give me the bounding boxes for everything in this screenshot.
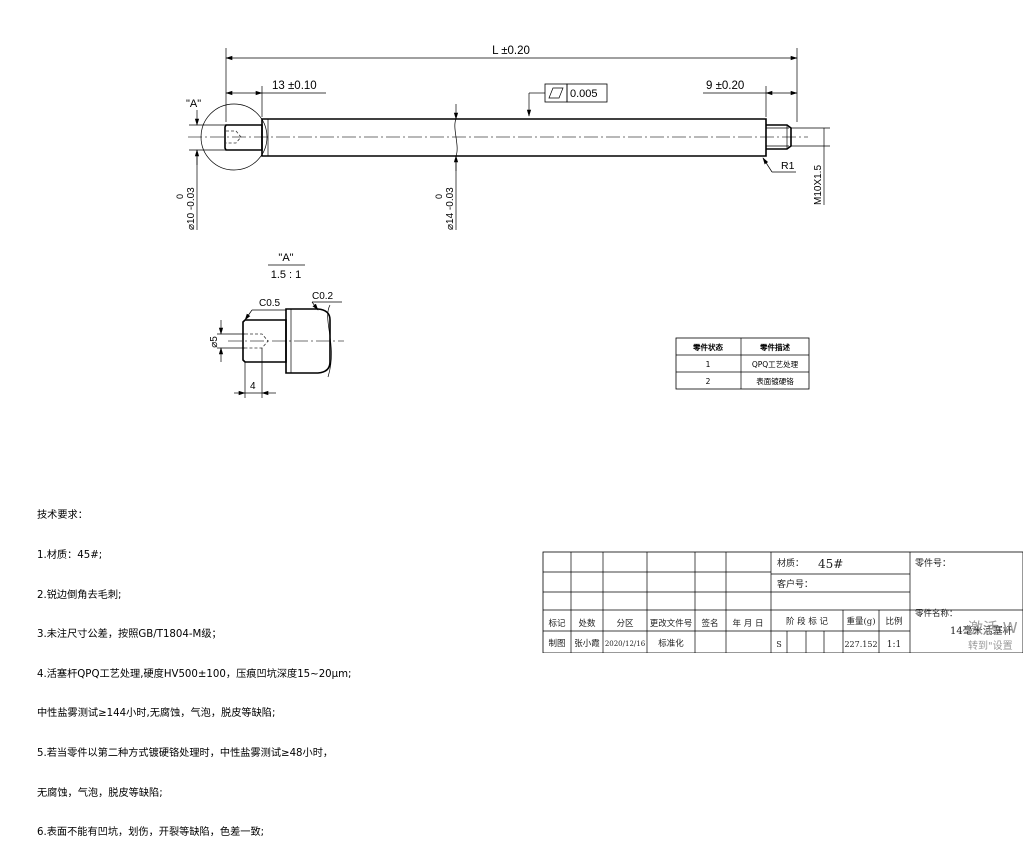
straightness-value: 0.005 [570,88,598,100]
thread-label: M10X1.5 [813,165,824,205]
header-change-doc: 更改文件号 [650,618,693,629]
detail-title: "A" [278,252,293,264]
chamfer-a-label: C0.5 [259,298,281,309]
hole-diameter-label: ⌀5 [209,336,220,348]
left-hole-hidden-line [226,130,242,144]
status-row-2-id: 2 [706,377,711,386]
thread-end-section [766,124,792,150]
status-header: 零件状态 [692,342,723,352]
header-zone: 分区 [616,619,634,629]
left-diameter-label: ⌀10 -0.03 [186,187,197,230]
tech-requirement-line: 中性盐雾测试≥144小时,无腐蚀，气泡，脱皮等缺陷; [37,708,276,720]
tech-requirement-line: 1.材质：45#; [37,550,103,562]
tech-requirement-line: 4.活塞杆QPQ工艺处理,硬度HV500±100，压痕凹坑深度15~20μm; [37,668,352,680]
material-label: 材质： [777,557,804,569]
customer-label: 客户号： [777,578,813,590]
drafting-date: 2020/12/16 [605,640,646,648]
tech-requirement-line: 2.锐边倒角去毛刺; [37,589,122,601]
break-line [454,118,458,157]
stage-mark-label: 阶 段 标 记 [786,616,829,627]
part-number-label: 零件号： [915,557,951,569]
detail-scale: 1.5 : 1 [271,269,302,281]
status-row-1-desc: QPQ工艺处理 [752,359,799,369]
tech-requirement-line: 3.未注尺寸公差，按照GB/T1804-M级； [37,629,222,641]
right-step-length-label: 9 ±0.20 [706,80,744,92]
watermark-activate: 激活 W [968,619,1018,637]
tech-requirement-line: 5.若当零件以第二种方式镀硬铬处理时，中性盐雾测试≥48小时， [37,748,334,760]
part-name-value: 14毫米活塞杆 [950,624,1013,637]
main-view: L ±0.20 13 ±0.10 9 ±0.20 0.005 "A" ⌀10 -… [175,45,830,230]
left-step-length-label: 13 ±0.10 [272,80,317,92]
weight-value: 227.152 [844,640,877,649]
description-header: 零件描述 [759,342,790,352]
left-end-section [224,124,263,151]
part-drawing: L ±0.20 13 ±0.10 9 ±0.20 0.005 "A" ⌀10 -… [175,45,1023,653]
body-diameter-label: ⌀14 -0.03 [445,187,456,230]
hole-depth-label: 4 [250,381,256,392]
title-block: 材质： 45# 零件号： 客户号： 标记 处数 分区 更改文件号 签名 年 月 … [542,551,1023,653]
scale-value: 1:1 [887,640,901,650]
technical-requirements: 技术要求： 1.材质：45#; 2.锐边倒角去毛刺; 3.未注尺寸公差，按照GB… [37,483,352,853]
header-count: 处数 [578,618,596,629]
part-name-label: 零件名称： [915,608,958,619]
header-mark: 标记 [548,618,566,629]
detail-body [285,308,331,374]
scale-label: 比例 [885,616,902,627]
header-signature: 签名 [701,618,718,629]
weight-label: 重量(g) [846,616,875,627]
rod-body [261,118,767,157]
part-status-table: 零件状态 零件描述 1 QPQ工艺处理 2 表面镀硬铬 [675,337,810,390]
drafter-name: 张小霞 [574,638,600,649]
status-row-2-desc: 表面镀硬铬 [756,376,794,386]
watermark-settings: 转到"设置 [968,639,1013,652]
status-row-1-id: 1 [706,360,711,369]
cylindricity-icon [548,87,564,99]
drafter-label: 制图 [548,638,565,649]
tech-requirement-line: 无腐蚀，气泡，脱皮等缺陷; [37,787,163,799]
tech-requirement-line: 6.表面不能有凹坑，划伤，开裂等缺陷，色差一致; [37,827,265,839]
material-value: 45# [818,557,843,571]
chamfer-b-label: C0.2 [312,291,334,302]
detail-reference-label: "A" [186,98,201,110]
standardization-label: 标准化 [658,638,684,649]
overall-length-label: L ±0.20 [492,45,530,57]
detail-a-circle [200,103,268,171]
stage-value: S [776,640,781,649]
tech-requirements-title: 技术要求： [37,510,88,522]
left-diameter-upper-tol: 0 [175,194,185,199]
detail-view-a: "A" 1.5 : 1 C0.5 C0.2 ⌀5 4 [209,252,344,398]
fillet-label: R1 [781,160,795,172]
body-diameter-upper-tol: 0 [434,194,444,199]
header-date: 年 月 日 [733,618,764,629]
detail-hole-hidden-line [245,333,269,349]
